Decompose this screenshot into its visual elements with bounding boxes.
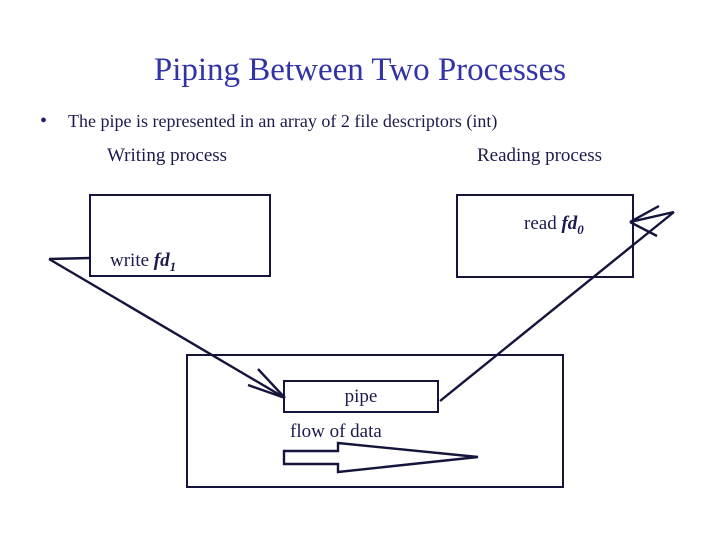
read-fd-label: read fd0 — [524, 213, 584, 241]
reading-process-label: Reading process — [477, 145, 603, 166]
bullet-list-item: • The pipe is represented in an array of… — [40, 110, 700, 132]
bullet-point-icon: • — [40, 110, 48, 132]
bullet-item-text: The pipe is represented in an array of 2… — [68, 111, 498, 131]
pipe-label: pipe — [344, 386, 378, 407]
read-fd-prefix: read — [524, 213, 562, 234]
read-fd-index: 0 — [577, 221, 584, 237]
writing-process-label: Writing process — [107, 145, 228, 166]
pipe-region-box — [186, 354, 564, 488]
write-fd-index: 1 — [169, 258, 177, 274]
write-fd-symbol: fd — [153, 250, 170, 271]
write-fd-prefix: write — [110, 250, 154, 271]
write-fd-label: write fd1 — [110, 250, 176, 278]
page-title: Piping Between Two Processes — [153, 52, 567, 88]
read-connector-stub — [629, 210, 675, 224]
read-arrowhead-upper — [629, 204, 660, 224]
read-arrowhead-lower — [629, 220, 658, 238]
read-fd-symbol: fd — [561, 213, 578, 234]
write-connector-stub — [48, 256, 91, 261]
flow-of-data-label: flow of data — [290, 421, 382, 442]
